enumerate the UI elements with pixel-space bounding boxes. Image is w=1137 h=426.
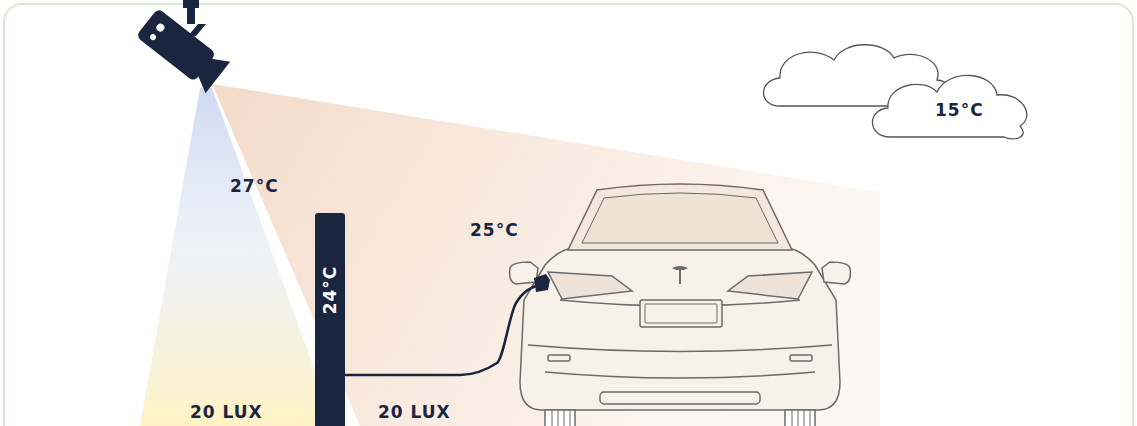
camera-beam-cool (140, 88, 335, 426)
cloud-right (872, 75, 1026, 139)
security-camera (135, 0, 231, 93)
illuminance-label: 20 LUX (190, 404, 263, 421)
illuminance-label: 20 LUX (378, 404, 451, 421)
temperature-reading: 24°C (322, 266, 339, 315)
frame (4, 4, 1133, 426)
electric-car: 25°C (538, 180, 838, 426)
charging-cable (345, 285, 538, 375)
temperature-reading: 25°C (470, 222, 519, 239)
cloud-shape: 15°C (758, 40, 1040, 142)
charging-plug (534, 274, 550, 292)
car-illustration (510, 184, 851, 426)
temperature-reading: 15°C (935, 102, 984, 119)
cloud-outline (758, 40, 1040, 142)
temperature-label: 27°C (230, 178, 279, 195)
charging-pole: 24°C (315, 213, 345, 426)
